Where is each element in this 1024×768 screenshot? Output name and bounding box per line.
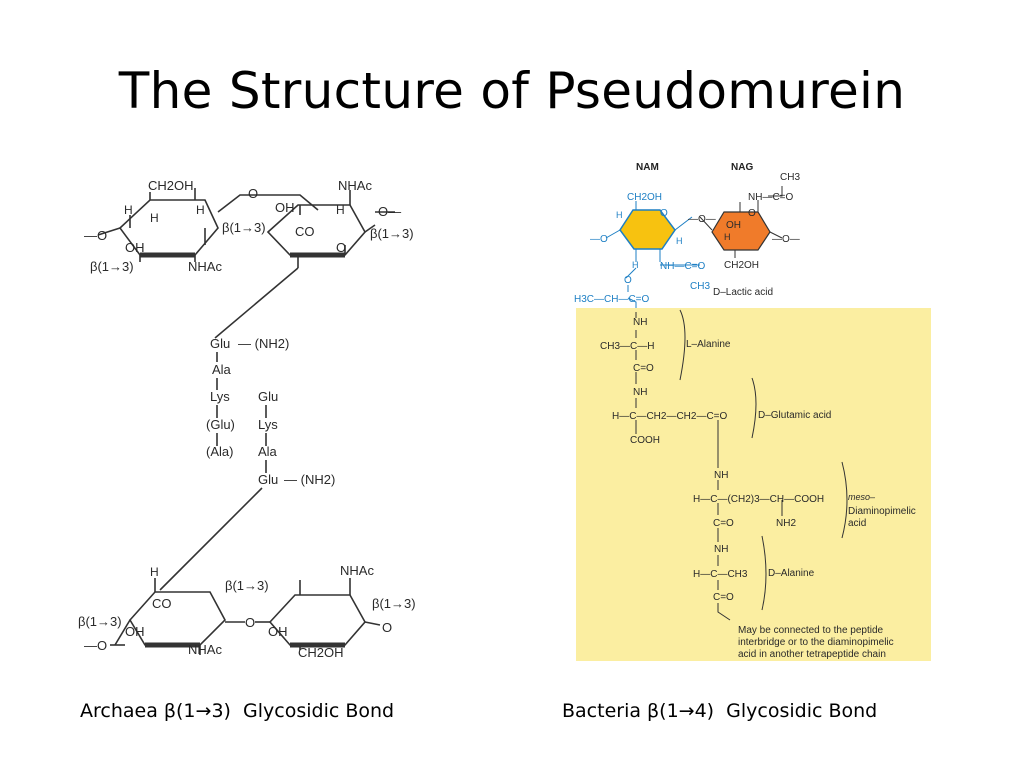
archaea-bottom-bond-left: β(1→3) bbox=[78, 614, 122, 629]
archaea-bottom-nhac-top: NHAc bbox=[340, 563, 374, 578]
dap-nh2: NH2 bbox=[776, 518, 796, 529]
lactic-acid-row: H3C—CH—C=O bbox=[574, 294, 650, 305]
d-ala-row: H—C—CH3 bbox=[693, 569, 748, 580]
nam-ring-o: O bbox=[660, 208, 668, 219]
archaea-top-o-bridge-label: O bbox=[248, 186, 258, 201]
archaea-top-o-bridge bbox=[217, 194, 319, 213]
lactyl-o: O bbox=[624, 275, 632, 286]
nam-ch3: CH3 bbox=[690, 281, 710, 292]
archaea-peptide-glu-paren: (Glu) bbox=[206, 417, 235, 432]
l-ala-row: CH3—C—H bbox=[600, 341, 654, 352]
nag-oh: OH bbox=[726, 220, 741, 231]
dap-label-acid: acid bbox=[848, 518, 866, 529]
archaea-bottom-right-sugar-ring bbox=[255, 578, 381, 650]
lactic-acid-label: D–Lactic acid bbox=[713, 287, 773, 298]
archaea-bottom-peptide-link bbox=[159, 487, 263, 591]
archaea-top-nhac-left: NHAc bbox=[188, 259, 222, 274]
archaea-bottom-ch2oh: CH2OH bbox=[298, 645, 344, 660]
archaea-bottom-nhac: NHAc bbox=[188, 642, 222, 657]
archaea-top-oh-left: OH bbox=[125, 240, 145, 255]
archaea-bottom-bond-mid: β(1→3) bbox=[225, 578, 269, 593]
d-ala-co: C=O bbox=[713, 592, 734, 603]
nam-ch2oh: CH2OH bbox=[627, 192, 662, 203]
archaea-top-ch2oh: CH2OH bbox=[148, 178, 194, 193]
note-line-2: interbridge or to the diaminopimelic bbox=[738, 637, 894, 648]
archaea-top-o-right: O— bbox=[378, 204, 401, 219]
archaea-top-bond-left: β(1→3) bbox=[90, 259, 134, 274]
archaea-top-bond-right: β(1→3) bbox=[370, 226, 414, 241]
d-glu-cooh: COOH bbox=[630, 435, 660, 446]
archaea-top-h2: H bbox=[150, 211, 159, 225]
archaea-bottom-o-right: O bbox=[382, 620, 392, 635]
nag-ring-o: O bbox=[748, 208, 756, 219]
archaea-peptide-glu-3: Glu bbox=[258, 472, 278, 487]
nag-label: NAG bbox=[731, 162, 753, 173]
archaea-bottom-oh1: OH bbox=[125, 624, 145, 639]
archaea-peptide-glu-2: Glu bbox=[258, 389, 278, 404]
archaea-bottom-h: H bbox=[150, 565, 159, 579]
archaea-peptide-ala-1: Ala bbox=[212, 362, 232, 377]
note-line-1: May be connected to the peptide bbox=[738, 625, 884, 636]
d-glutamic-acid-label: D–Glutamic acid bbox=[758, 410, 831, 421]
glycosidic-o-link: —O— bbox=[688, 214, 716, 225]
l-ala-co: C=O bbox=[633, 363, 654, 374]
archaea-top-peptide-link bbox=[214, 267, 299, 339]
archaea-peptide-nh2-2: — (NH2) bbox=[284, 472, 335, 487]
l-alanine-label: L–Alanine bbox=[686, 339, 731, 350]
archaea-peptide-ala-paren: (Ala) bbox=[206, 444, 233, 459]
archaea-top-right-sugar-ring bbox=[266, 190, 395, 268]
archaea-top-h3: H bbox=[196, 203, 205, 217]
archaea-peptide-ala-2: Ala bbox=[258, 444, 278, 459]
archaea-pseudomurein-structure bbox=[97, 188, 395, 655]
archaea-top-h1: H bbox=[124, 203, 133, 217]
peptide-panel-background bbox=[576, 308, 931, 661]
archaea-top-co: CO bbox=[295, 224, 315, 239]
nag-ch2oh: CH2OH bbox=[724, 260, 759, 271]
archaea-top-nhac-right: NHAc bbox=[338, 178, 372, 193]
archaea-top-bond-mid: β(1→3) bbox=[222, 220, 266, 235]
dap-label-name: Diaminopimelic bbox=[848, 506, 916, 517]
archaea-bottom-bond-right: β(1→3) bbox=[372, 596, 416, 611]
nag-sugar-ring bbox=[711, 211, 771, 251]
nag-ch3: CH3 bbox=[780, 172, 800, 183]
note-line-3: acid in another tetrapeptide chain bbox=[738, 649, 886, 660]
nam-h-3: H bbox=[632, 260, 639, 270]
archaea-top-oh: OH bbox=[275, 200, 295, 215]
archaea-peptide-lys-1: Lys bbox=[210, 389, 230, 404]
bacteria-caption: Bacteria β(1→4) Glycosidic Bond bbox=[562, 700, 878, 722]
dap-co: C=O bbox=[713, 518, 734, 529]
archaea-peptide-lys-2: Lys bbox=[258, 417, 278, 432]
archaea-bottom-left-sugar-ring bbox=[114, 578, 245, 655]
archaea-top-o-left: —O bbox=[84, 228, 107, 243]
dap-nh: NH bbox=[714, 470, 728, 481]
nam-h-2: H bbox=[676, 236, 683, 246]
nam-label: NAM bbox=[636, 162, 659, 173]
d-glu-row: H—C—CH2—CH2—C=O bbox=[612, 411, 728, 422]
d-ala-nh: NH bbox=[714, 544, 728, 555]
d-glu-nh: NH bbox=[633, 387, 647, 398]
archaea-bottom-oh2: OH bbox=[268, 624, 288, 639]
nam-nh-c-o: NH—C=O bbox=[660, 261, 706, 272]
slide-title: The Structure of Pseudomurein bbox=[118, 62, 906, 120]
dap-row: H—C—(CH2)3—CH—COOH bbox=[693, 494, 824, 505]
nag-o-right: —O— bbox=[772, 234, 800, 245]
archaea-bottom-o: O bbox=[245, 615, 255, 630]
archaea-top-left-sugar-ring bbox=[97, 188, 219, 262]
nag-nh-c-o: NH—C=O bbox=[748, 192, 794, 203]
archaea-peptide-nh2-1: — (NH2) bbox=[238, 336, 289, 351]
archaea-bottom-co: CO bbox=[152, 596, 172, 611]
nag-h-1: H bbox=[724, 232, 731, 242]
dap-label-meso: meso– bbox=[848, 492, 876, 502]
archaea-caption: Archaea β(1→3) Glycosidic Bond bbox=[80, 700, 395, 722]
nam-o-left: —O bbox=[590, 234, 608, 245]
archaea-bottom-o-left: —O bbox=[84, 638, 107, 653]
archaea-top-h4: H bbox=[336, 203, 345, 217]
archaea-top-ring-o: O bbox=[336, 240, 346, 255]
d-alanine-label: D–Alanine bbox=[768, 568, 815, 579]
nam-h-1: H bbox=[616, 210, 623, 220]
archaea-peptide-glu-1: Glu bbox=[210, 336, 230, 351]
l-ala-nh: NH bbox=[633, 317, 647, 328]
